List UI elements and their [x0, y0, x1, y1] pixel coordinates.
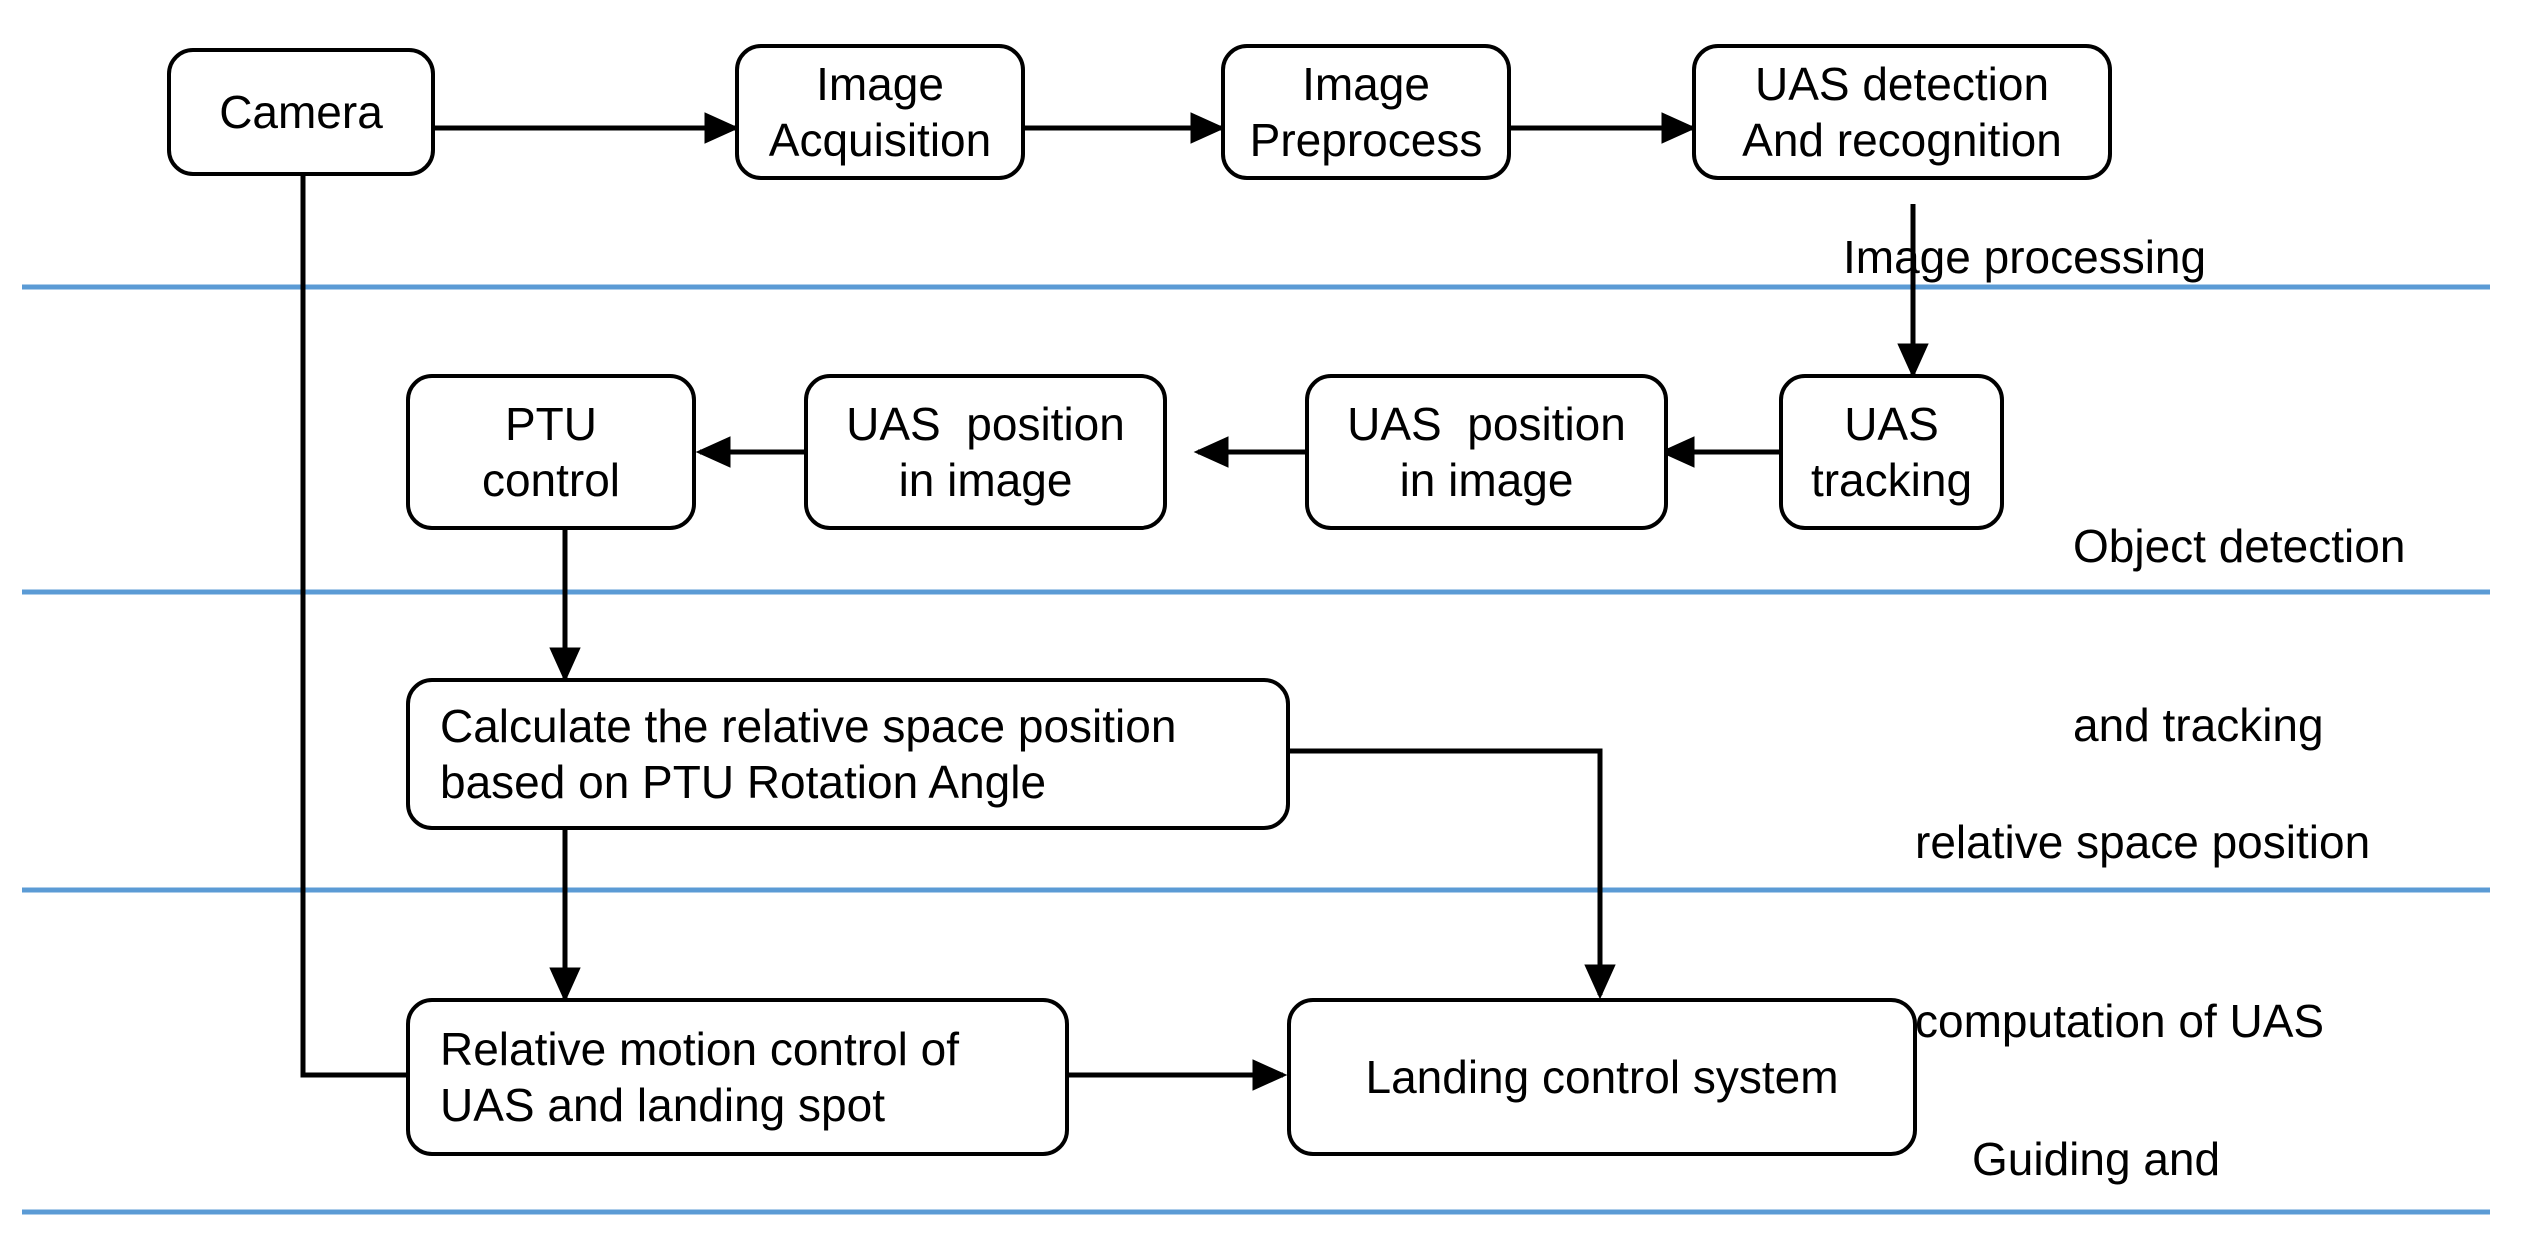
- stage-label-object-detection-line-1: Object detection: [2073, 519, 2406, 572]
- node-ptu-control[interactable]: PTU control: [406, 374, 696, 530]
- node-camera[interactable]: Camera: [167, 48, 435, 176]
- node-camera-line-1: Camera: [219, 85, 383, 138]
- node-ptu-control-line-2: control: [481, 454, 621, 506]
- node-ptu-control-line-1: PTU: [505, 397, 597, 450]
- stage-label-image-processing: Image processing: [1843, 108, 2206, 407]
- node-uas-position-2-line-2: in image: [1399, 454, 1574, 506]
- node-relative-motion-line-1: Relative motion control of: [440, 1022, 960, 1075]
- node-uas-detection-and-recognition[interactable]: UAS detection And recognition: [1692, 44, 2112, 180]
- stage-label-relative-space-line-1: relative space position: [1915, 815, 2371, 868]
- node-calculate-line-2: based on PTU Rotation Angle: [440, 756, 1047, 808]
- node-relative-motion-control[interactable]: Relative motion control of UAS and landi…: [406, 998, 1069, 1156]
- stage-label-relative-space-line-2: computation of UAS: [1915, 994, 2325, 1047]
- stage-label-guiding-and-landing-control: Guiding and landing control: [1972, 1010, 2271, 1234]
- node-uas-tracking[interactable]: UAS tracking: [1779, 374, 2004, 530]
- node-calculate-line-1: Calculate the relative space position: [440, 699, 1177, 752]
- node-calculate-relative-space-position[interactable]: Calculate the relative space position ba…: [406, 678, 1290, 830]
- node-image-preprocess[interactable]: Image Preprocess: [1221, 44, 1511, 180]
- node-uas-position-in-image-1[interactable]: UAS position in image: [804, 374, 1167, 530]
- node-image-acquisition[interactable]: Image Acquisition: [735, 44, 1025, 180]
- node-uas-tracking-line-1: UAS: [1844, 397, 1939, 450]
- node-uas-tracking-line-2: tracking: [1810, 454, 1973, 506]
- node-image-acquisition-line-2: Acquisition: [768, 114, 992, 166]
- node-relative-motion-line-2: UAS and landing spot: [440, 1079, 885, 1131]
- stage-label-object-detection-line-2: and tracking: [2073, 698, 2324, 751]
- stage-label-relative-space-position-computation: relative space position computation of U…: [1915, 693, 2370, 1171]
- node-uas-position-1-line-1: UAS position: [846, 397, 1125, 450]
- stage-label-image-processing-line-1: Image processing: [1843, 230, 2207, 283]
- node-image-acquisition-line-1: Image: [816, 57, 944, 110]
- node-image-preprocess-line-2: Preprocess: [1249, 114, 1483, 166]
- arrow-calculate-to-landing-control-system: [1290, 748, 1616, 1000]
- node-uas-detection-line-2: And recognition: [1742, 114, 2062, 166]
- stage-label-object-detection-and-tracking: Object detection and tracking: [2073, 397, 2405, 875]
- node-uas-detection-line-1: UAS detection: [1754, 57, 2050, 110]
- section-divider-group: [22, 284, 2490, 1215]
- node-image-preprocess-line-1: Image: [1302, 57, 1430, 110]
- node-landing-control-system-line-1: Landing control system: [1365, 1050, 1839, 1103]
- node-uas-position-2-line-1: UAS position: [1347, 397, 1626, 450]
- node-uas-position-in-image-2[interactable]: UAS position in image: [1305, 374, 1668, 530]
- stage-label-guiding-landing-line-1: Guiding and: [1972, 1132, 2221, 1185]
- node-uas-position-1-line-2: in image: [898, 454, 1073, 506]
- node-landing-control-system[interactable]: Landing control system: [1287, 998, 1917, 1156]
- arrow-relative-motion-feedback-to-camera: [287, 128, 411, 1078]
